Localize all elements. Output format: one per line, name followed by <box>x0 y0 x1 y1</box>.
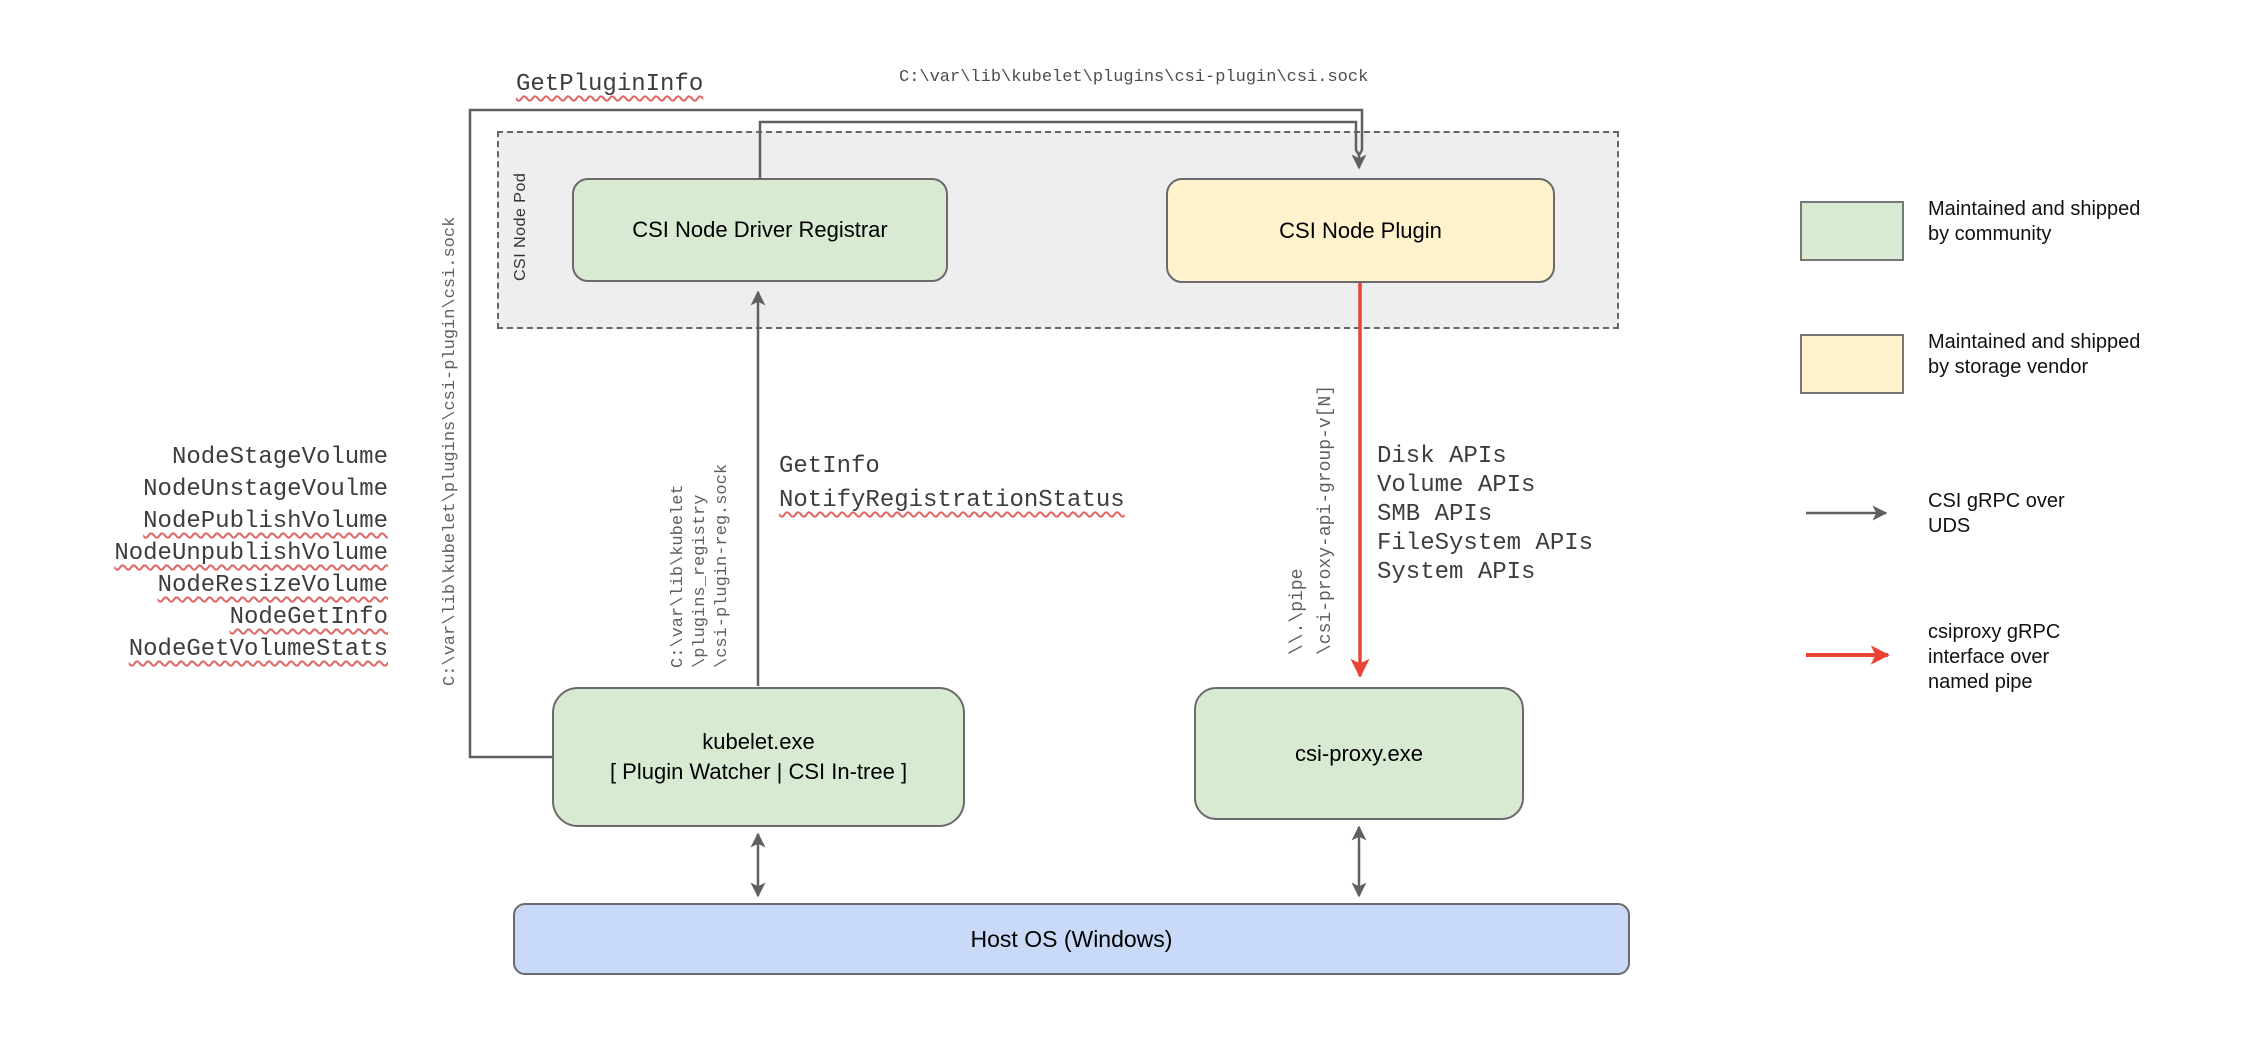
get-info-label: GetInfo <box>779 453 880 480</box>
legend-vendor-label: Maintained and shipped by storage vendor <box>1928 331 2141 378</box>
csi-node-plugin-box: CSI Node Plugin <box>1166 178 1555 283</box>
node-method: NodeUnstageVoulme <box>143 476 388 503</box>
registrar-label: CSI Node Driver Registrar <box>632 217 888 242</box>
top-csi-sock-path-label: C:\var\lib\kubelet\plugins\csi-plugin\cs… <box>899 68 1369 87</box>
node-rpc-method-list: NodeStageVolume NodeUnstageVoulme NodePu… <box>60 442 388 666</box>
legend-named-pipe-label: csiproxy gRPC interface over named pipe <box>1928 621 2061 693</box>
csiproxy-api-list: Disk APIs Volume APIs SMB APIs FileSyste… <box>1377 442 1593 587</box>
node-method: NodeStageVolume <box>171 444 388 471</box>
node-method: NodeGetInfo <box>229 604 388 631</box>
host-os-label: Host OS (Windows) <box>970 925 1173 952</box>
csi-node-pod-label: CSI Node Pod <box>512 172 529 281</box>
api-item: Disk APIs <box>1377 443 1507 470</box>
api-item: Volume APIs <box>1377 472 1536 499</box>
csi-proxy-label: csi-proxy.exe <box>1295 740 1423 766</box>
api-item: FileSystem APIs <box>1377 530 1594 557</box>
notify-registration-status-label: NotifyRegistrationStatus <box>779 487 1125 514</box>
named-pipe-path-label: \\.\pipe \csi-proxy-api-group-v[N] <box>1288 384 1336 655</box>
csi-node-driver-registrar-box: CSI Node Driver Registrar <box>572 178 948 282</box>
get-plugin-info-label: GetPluginInfo <box>516 71 704 98</box>
api-item: System APIs <box>1377 559 1536 586</box>
kubelet-label: kubelet.exe [ Plugin Watcher | CSI In-tr… <box>609 729 908 784</box>
node-method: NodeResizeVolume <box>157 572 388 599</box>
legend-vendor-swatch <box>1800 334 1904 394</box>
plugin-label: CSI Node Plugin <box>1279 217 1442 243</box>
api-item: SMB APIs <box>1377 501 1493 528</box>
node-method: NodeGetVolumeStats <box>128 636 388 663</box>
plugin-registry-path-label: C:\var\lib\kubelet \plugins_registry \cs… <box>669 463 732 668</box>
legend-community-label: Maintained and shipped by community <box>1928 198 2141 245</box>
node-method: NodePublishVolume <box>143 508 388 535</box>
node-method: NodeUnpublishVolume <box>114 540 388 567</box>
left-csi-sock-path-label: C:\var\lib\kubelet\plugins\csi-plugin\cs… <box>441 216 460 686</box>
kubelet-to-plugin-uds-line <box>468 108 1364 759</box>
csi-proxy-box: csi-proxy.exe <box>1194 687 1524 820</box>
kubelet-box: kubelet.exe [ Plugin Watcher | CSI In-tr… <box>552 687 965 827</box>
host-os-box: Host OS (Windows) <box>513 903 1630 975</box>
legend-uds-label: CSI gRPC over UDS <box>1928 490 2065 537</box>
legend-community-swatch <box>1800 201 1904 261</box>
registrar-to-plugin-uds-line <box>758 120 1361 178</box>
